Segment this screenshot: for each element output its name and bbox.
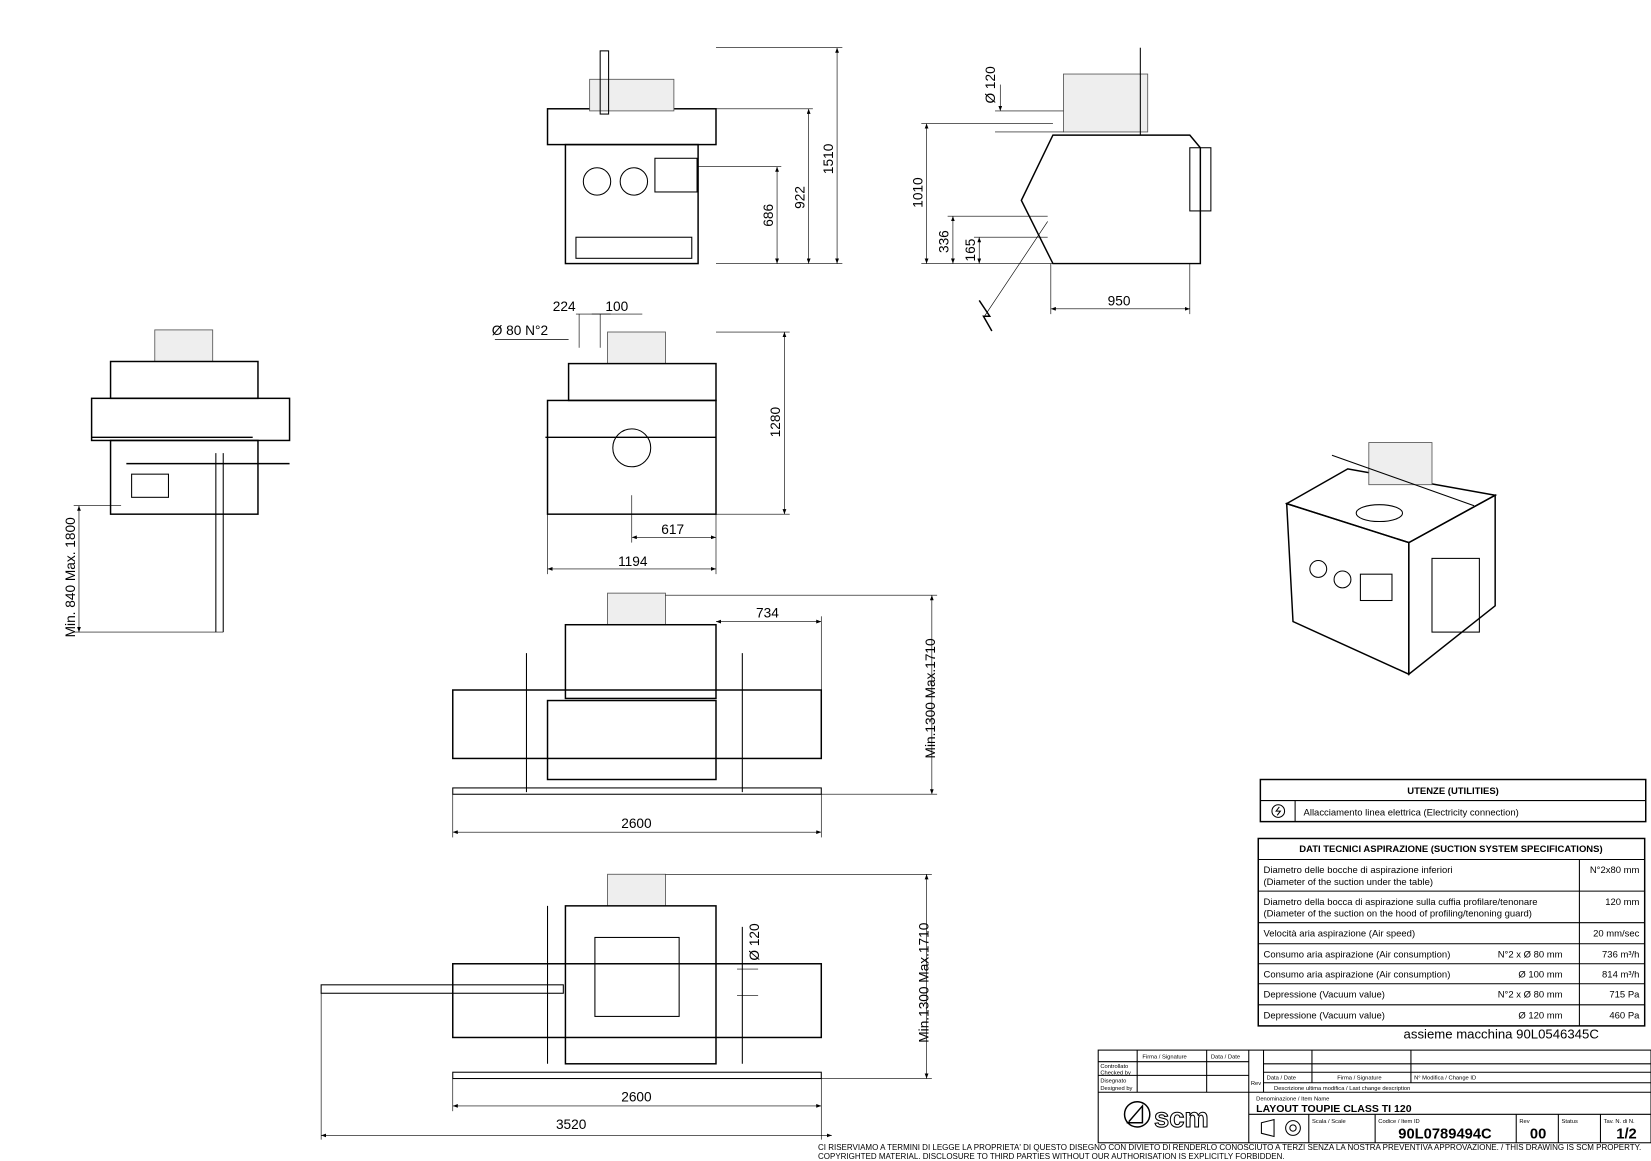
front-view: 1510 922 686: [546, 47, 843, 265]
suction-row-1-label-en: (Diameter of the suction under the table…: [1264, 877, 1433, 888]
suction-row-6-mid: N°2 x Ø 80 mm: [1498, 989, 1563, 1000]
sheet-label: Tav. N. di N.: [1604, 1119, 1635, 1125]
projection-symbol-icon: [1260, 1118, 1301, 1138]
item-name-label: Denominazione / Item Name: [1256, 1097, 1329, 1103]
designed-label: Disegnato: [1100, 1079, 1126, 1085]
dim-2600: 2600: [621, 816, 652, 831]
sheet-number: 1/2: [1616, 1127, 1636, 1143]
dim-100: 100: [605, 299, 628, 314]
designed-label-en: Designed by: [1100, 1086, 1132, 1092]
rev-header: Rev: [1519, 1119, 1529, 1125]
dim-617: 617: [661, 522, 684, 537]
copyright-disclaimer: CI RISERVIAMO A TERMINI DI LEGGE LA PROP…: [818, 1143, 1642, 1161]
suction-row-1-value: N°2x80 mm: [1590, 865, 1640, 876]
suction-row-5-value: 814 m³/h: [1602, 969, 1639, 980]
rev-date-header: Data / Date: [1267, 1076, 1296, 1082]
dim-1194: 1194: [618, 554, 648, 569]
suction-row-2-value: 120 mm: [1605, 897, 1639, 908]
dim-1300-1710: Min.1300 Max.1710: [917, 922, 932, 1042]
suction-row-2-label: Diametro della bocca di aspirazione sull…: [1264, 897, 1538, 908]
dim-1510: 1510: [821, 143, 836, 174]
suction-row-3-label: Velocità aria aspirazione (Air speed): [1264, 928, 1416, 939]
title-block: Firma / Signature Data / Date Controllat…: [1097, 1049, 1651, 1144]
dim-336: 336: [937, 230, 952, 253]
dim-165: 165: [963, 238, 978, 261]
checked-label: Controllato: [1100, 1064, 1128, 1070]
plan-view-left: Min. 840 Max. 1800: [63, 329, 291, 637]
item-id-label: Codice / Item ID: [1378, 1119, 1419, 1125]
isometric-view: [1284, 442, 1498, 676]
plan-view-tenoning: Ø 120 Min.1300 Max.1710 2600 3520: [320, 873, 932, 1140]
side-view: Ø 120 1010 336 165 950: [910, 47, 1212, 332]
suction-row-2-label-en: (Diameter of the suction on the hood of …: [1264, 908, 1532, 919]
suction-row-5-label: Consumo aria aspirazione (Air consumptio…: [1264, 969, 1451, 980]
utilities-table: UTENZE (UTILITIES) Allacciamento linea e…: [1259, 778, 1647, 823]
plan-view-center: 224 100 Ø 80 N°2 1280 617 1194: [492, 299, 790, 575]
scm-logo-text: scm: [1154, 1102, 1209, 1133]
dim-1300-1710: Min.1300 Max.1710: [923, 638, 938, 758]
rev-signature-header: Firma / Signature: [1337, 1076, 1381, 1082]
scm-logo: scm: [1123, 1100, 1209, 1133]
revision-number: 00: [1530, 1127, 1546, 1143]
utility-electricity-label: Allacciamento linea elettrica (Electrici…: [1304, 807, 1519, 818]
checked-label-en: Checked by: [1100, 1070, 1131, 1076]
suction-row-4-value: 736 m³/h: [1602, 949, 1639, 960]
dim-1280: 1280: [768, 406, 783, 437]
suction-row-4-mid: N°2 x Ø 80 mm: [1498, 949, 1563, 960]
suction-specs-table: DATI TECNICI ASPIRAZIONE (SUCTION SYSTEM…: [1257, 837, 1646, 1027]
dim-2600: 2600: [621, 1090, 652, 1105]
suction-row-3-value: 20 mm/sec: [1593, 928, 1640, 939]
suction-title: DATI TECNICI ASPIRAZIONE (SUCTION SYSTEM…: [1299, 844, 1602, 855]
suction-row-1-label: Diametro delle bocche di aspirazione inf…: [1264, 865, 1453, 876]
dim-922: 922: [792, 186, 807, 209]
electricity-connection-icon: [1271, 804, 1286, 818]
item-id: 90L0789494C: [1398, 1127, 1492, 1143]
dim-686: 686: [761, 204, 776, 227]
rev-label: Rev: [1251, 1081, 1261, 1087]
suction-row-7-label: Depressione (Vacuum value): [1264, 1011, 1385, 1022]
scale-label: Scala / Scale: [1312, 1119, 1346, 1125]
date-header: Data / Date: [1211, 1055, 1240, 1061]
dim-diameter-120: Ø 120: [983, 66, 998, 104]
suction-row-6-label: Depressione (Vacuum value): [1264, 989, 1385, 1000]
item-name: LAYOUT TOUPIE CLASS TI 120: [1256, 1103, 1412, 1115]
dim-1010: 1010: [910, 177, 925, 208]
suction-row-5-mid: Ø 100 mm: [1518, 969, 1562, 980]
dim-224: 224: [553, 299, 576, 314]
dim-diameter-120: Ø 120: [747, 923, 762, 961]
dim-734: 734: [756, 605, 779, 620]
utilities-title: UTENZE (UTILITIES): [1407, 786, 1499, 797]
suction-row-7-value: 460 Pa: [1609, 1011, 1640, 1022]
assembly-reference: assieme macchina 90L0546345C: [1404, 1027, 1599, 1042]
dim-3520: 3520: [556, 1117, 587, 1132]
suction-row-4-label: Consumo aria aspirazione (Air consumptio…: [1264, 949, 1451, 960]
suction-row-7-mid: Ø 120 mm: [1518, 1011, 1562, 1022]
plan-view-tables: 734 Min.1300 Max.1710 2600: [452, 592, 938, 838]
dim-950: 950: [1108, 294, 1131, 309]
change-id-header: N° Modifica / Change ID: [1414, 1076, 1476, 1082]
dim-840-1800: Min. 840 Max. 1800: [63, 517, 78, 637]
status-label: Status: [1562, 1119, 1578, 1125]
signature-header: Firma / Signature: [1142, 1055, 1186, 1061]
suction-row-6-value: 715 Pa: [1609, 989, 1640, 1000]
dim-diameter-80-n2: Ø 80 N°2: [492, 323, 548, 338]
last-change-description: Descrizione ultima modifica / Last chang…: [1274, 1086, 1410, 1092]
